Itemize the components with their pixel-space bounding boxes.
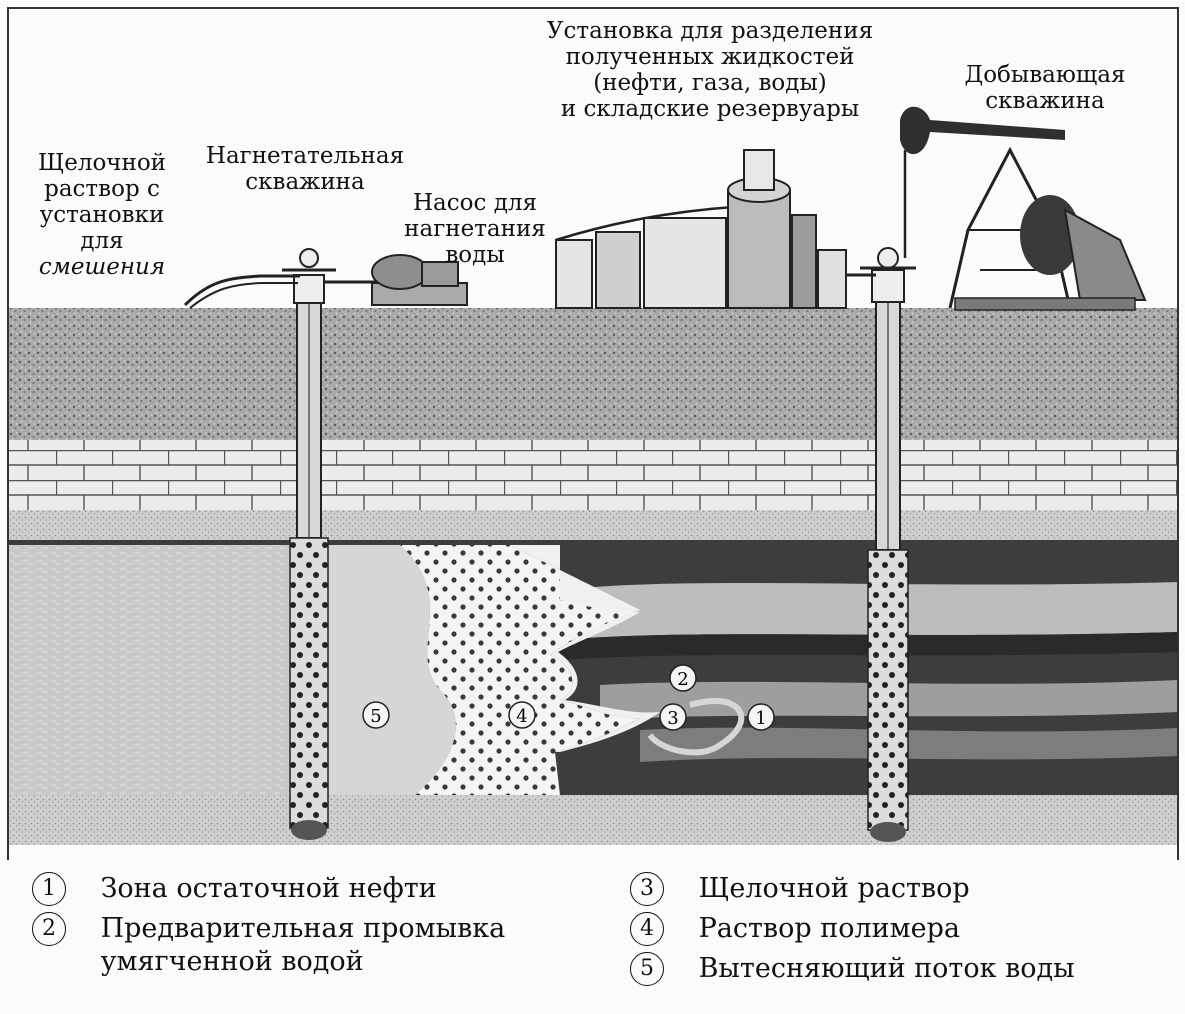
legend-number: 2 [32, 912, 66, 946]
legend-line: умягченной водой [100, 946, 364, 977]
legend-item-5: 5 Вытесняющий поток воды [630, 952, 1075, 986]
label-line: Установка для разделения [546, 18, 874, 44]
marker-1-label: 1 [755, 708, 766, 729]
legend: 1 Зона остаточной нефти 2 Предварительна… [24, 866, 1164, 1006]
marker-2: 2 [669, 664, 697, 692]
label-line: и складские резервуары [560, 96, 860, 122]
legend-item-3: 3 Щелочной раствор [630, 872, 970, 906]
residual-oil-swirl [647, 698, 745, 756]
injection-well [282, 248, 336, 840]
marker-5-label: 5 [370, 706, 381, 727]
label-line: воды [445, 242, 505, 268]
limestone-layer [8, 440, 1178, 510]
label-line: раствор с [44, 176, 160, 202]
legend-line: Вытесняющий поток воды [698, 953, 1075, 984]
legend-text: Раствор полимера [699, 912, 960, 945]
marker-2-label: 2 [677, 669, 688, 690]
legend-text: Щелочной раствор [699, 872, 970, 905]
label-line: установки [39, 202, 165, 228]
base-layer [8, 795, 1178, 845]
legend-line: Зона остаточной нефти [100, 873, 437, 904]
label-line: (нефти, газа, воды) [593, 70, 827, 96]
legend-number: 3 [630, 872, 664, 906]
legend-line: Предварительная промывка [100, 913, 506, 944]
label-line: Добывающая [964, 62, 1126, 88]
legend-number: 4 [630, 912, 664, 946]
legend-text: Вытесняющий поток воды [699, 952, 1075, 985]
diagram-frame [7, 7, 1179, 860]
oil-band-light-3 [640, 727, 1178, 762]
label-line: скважина [245, 169, 365, 195]
marker-1: 1 [747, 703, 775, 731]
pump [371, 254, 468, 306]
polymer-zone [400, 545, 640, 795]
water-flood-inner [320, 545, 456, 795]
legend-item-4: 4 Раствор полимера [630, 912, 960, 946]
legend-line: Щелочной раствор [698, 873, 970, 904]
pump-jack [900, 106, 1147, 311]
label-line: Щелочной [37, 150, 167, 176]
label-line: нагнетания [404, 216, 546, 242]
surface-pipe-2 [189, 282, 298, 309]
seal-layer [8, 510, 1178, 540]
label-separation: Установка для разделения полученных жидк… [510, 18, 910, 122]
alkali-front [510, 545, 660, 752]
label-line: полученных жидкостей [565, 44, 855, 70]
gravel-layer [8, 308, 1178, 440]
label-line: для [80, 228, 124, 254]
label-line: скважина [985, 88, 1105, 114]
legend-text: Предварительная промывка умягченной водо… [101, 912, 506, 978]
separation-tanks [555, 149, 876, 309]
legend-item-1: 1 Зона остаточной нефти [32, 872, 437, 906]
marker-4-label: 4 [516, 706, 527, 727]
legend-number: 1 [32, 872, 66, 906]
production-well [860, 247, 916, 842]
label-line: смешения [38, 254, 166, 280]
cross-section-scene: 5 4 3 2 1 [7, 7, 1179, 860]
marker-4: 4 [508, 701, 536, 729]
label-pump: Насос для нагнетания воды [390, 190, 560, 268]
label-alkali-source: Щелочной раствор с установки для смешени… [12, 150, 192, 280]
marker-3: 3 [659, 703, 687, 731]
marker-3-label: 3 [667, 708, 678, 729]
legend-text: Зона остаточной нефти [101, 872, 437, 905]
label-line: Нагнетательная [205, 143, 405, 169]
label-injection-well: Нагнетательная скважина [190, 143, 420, 195]
label-line: Насос для [413, 190, 537, 216]
marker-5: 5 [362, 701, 390, 729]
legend-number: 5 [630, 952, 664, 986]
legend-item-2: 2 Предварительная промывка умягченной во… [32, 912, 505, 978]
legend-line: Раствор полимера [698, 913, 960, 944]
surface-pipe [183, 274, 300, 307]
label-production-well: Добывающая скважина [930, 62, 1160, 114]
